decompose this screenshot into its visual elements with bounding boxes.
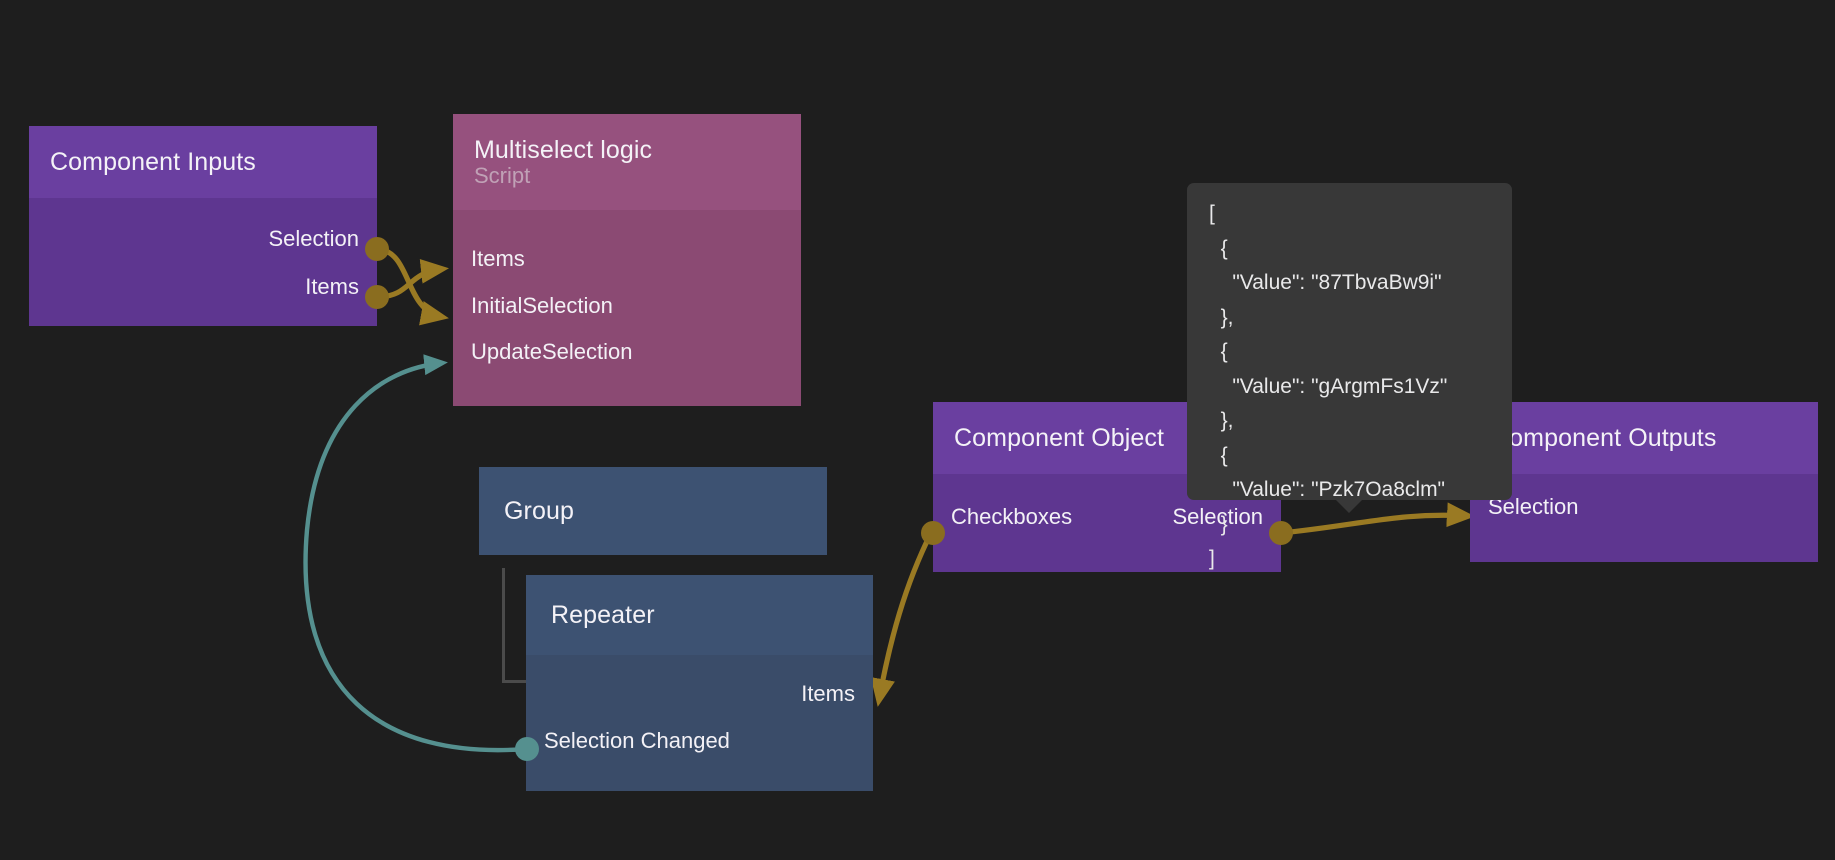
port-dot-component-inputs-items[interactable]: [365, 285, 389, 309]
port-dot-component-inputs-selection[interactable]: [365, 237, 389, 261]
port-label-items: Items: [305, 274, 359, 299]
node-title-component-inputs: Component Inputs: [50, 148, 256, 176]
node-repeater[interactable]: Repeater Items Selection Changed: [526, 575, 873, 791]
port-row-component-object-selection[interactable]: Selection: [1172, 504, 1263, 530]
node-subtitle-multiselect-logic: Script: [474, 162, 531, 188]
port-label-selection: Selection: [1172, 504, 1263, 530]
port-label-initialselection: InitialSelection: [471, 293, 613, 318]
node-multiselect-logic[interactable]: Multiselect logic Script Items InitialSe…: [453, 114, 801, 406]
node-title-component-outputs: Component Outputs: [1491, 424, 1717, 452]
port-row-multiselect-updateselection[interactable]: UpdateSelection: [471, 339, 632, 365]
port-row-component-inputs-selection[interactable]: Selection: [268, 226, 359, 252]
port-dot-component-object-checkboxes[interactable]: [921, 521, 945, 545]
wire-selectionchanged-to-updateselection: [303, 354, 528, 753]
port-row-multiselect-initialselection[interactable]: InitialSelection: [471, 293, 613, 319]
port-dot-repeater-selection-changed[interactable]: [515, 737, 539, 761]
node-title-multiselect-logic: Multiselect logic: [474, 135, 653, 164]
node-header-component-outputs[interactable]: Component Outputs: [1470, 402, 1818, 474]
port-label-items: Items: [471, 246, 525, 271]
node-component-inputs[interactable]: Component Inputs Selection Items: [29, 126, 377, 326]
node-body-component-inputs[interactable]: Selection Items: [29, 198, 377, 326]
port-label-checkboxes: Checkboxes: [951, 504, 1073, 529]
port-row-repeater-selection-changed[interactable]: Selection Changed: [544, 728, 730, 754]
node-header-multiselect-logic[interactable]: Multiselect logic Script: [453, 114, 801, 210]
port-row-component-inputs-items[interactable]: Items: [305, 274, 359, 300]
node-title-component-object: Component Object: [954, 424, 1165, 452]
node-component-outputs[interactable]: Component Outputs Selection: [1470, 402, 1818, 562]
port-label-items: Items: [801, 681, 855, 706]
node-header-group[interactable]: Group: [479, 467, 827, 555]
port-label-updateselection: UpdateSelection: [471, 339, 633, 364]
port-row-multiselect-items[interactable]: Items: [471, 246, 525, 272]
port-label-selection: Selection: [268, 226, 359, 251]
port-label-selection-changed: Selection Changed: [544, 728, 730, 753]
node-group[interactable]: Group: [479, 467, 827, 555]
tooltip-arrow-icon: [1336, 500, 1362, 513]
node-header-repeater[interactable]: Repeater: [526, 575, 873, 655]
node-body-repeater[interactable]: Items Selection Changed: [526, 655, 873, 791]
port-row-repeater-items[interactable]: Items: [801, 681, 855, 707]
node-header-component-inputs[interactable]: Component Inputs: [29, 126, 377, 198]
node-body-component-outputs[interactable]: Selection: [1470, 474, 1818, 562]
node-title-group: Group: [504, 497, 574, 525]
group-nesting-bracket: [502, 568, 528, 683]
wire-selection-to-initialselection: [377, 246, 449, 326]
node-body-multiselect-logic[interactable]: Items InitialSelection UpdateSelection: [453, 210, 801, 406]
port-row-component-object-checkboxes[interactable]: Checkboxes: [951, 504, 1072, 530]
wire-checkboxes-to-repeater-items: [870, 531, 934, 707]
port-dot-component-object-selection[interactable]: [1269, 521, 1293, 545]
node-title-repeater: Repeater: [551, 601, 655, 629]
wire-objectselection-to-outputselection: [1280, 502, 1476, 536]
value-preview-tooltip: [ { "Value": "87TbvaBw9i" }, { "Value": …: [1187, 183, 1512, 570]
